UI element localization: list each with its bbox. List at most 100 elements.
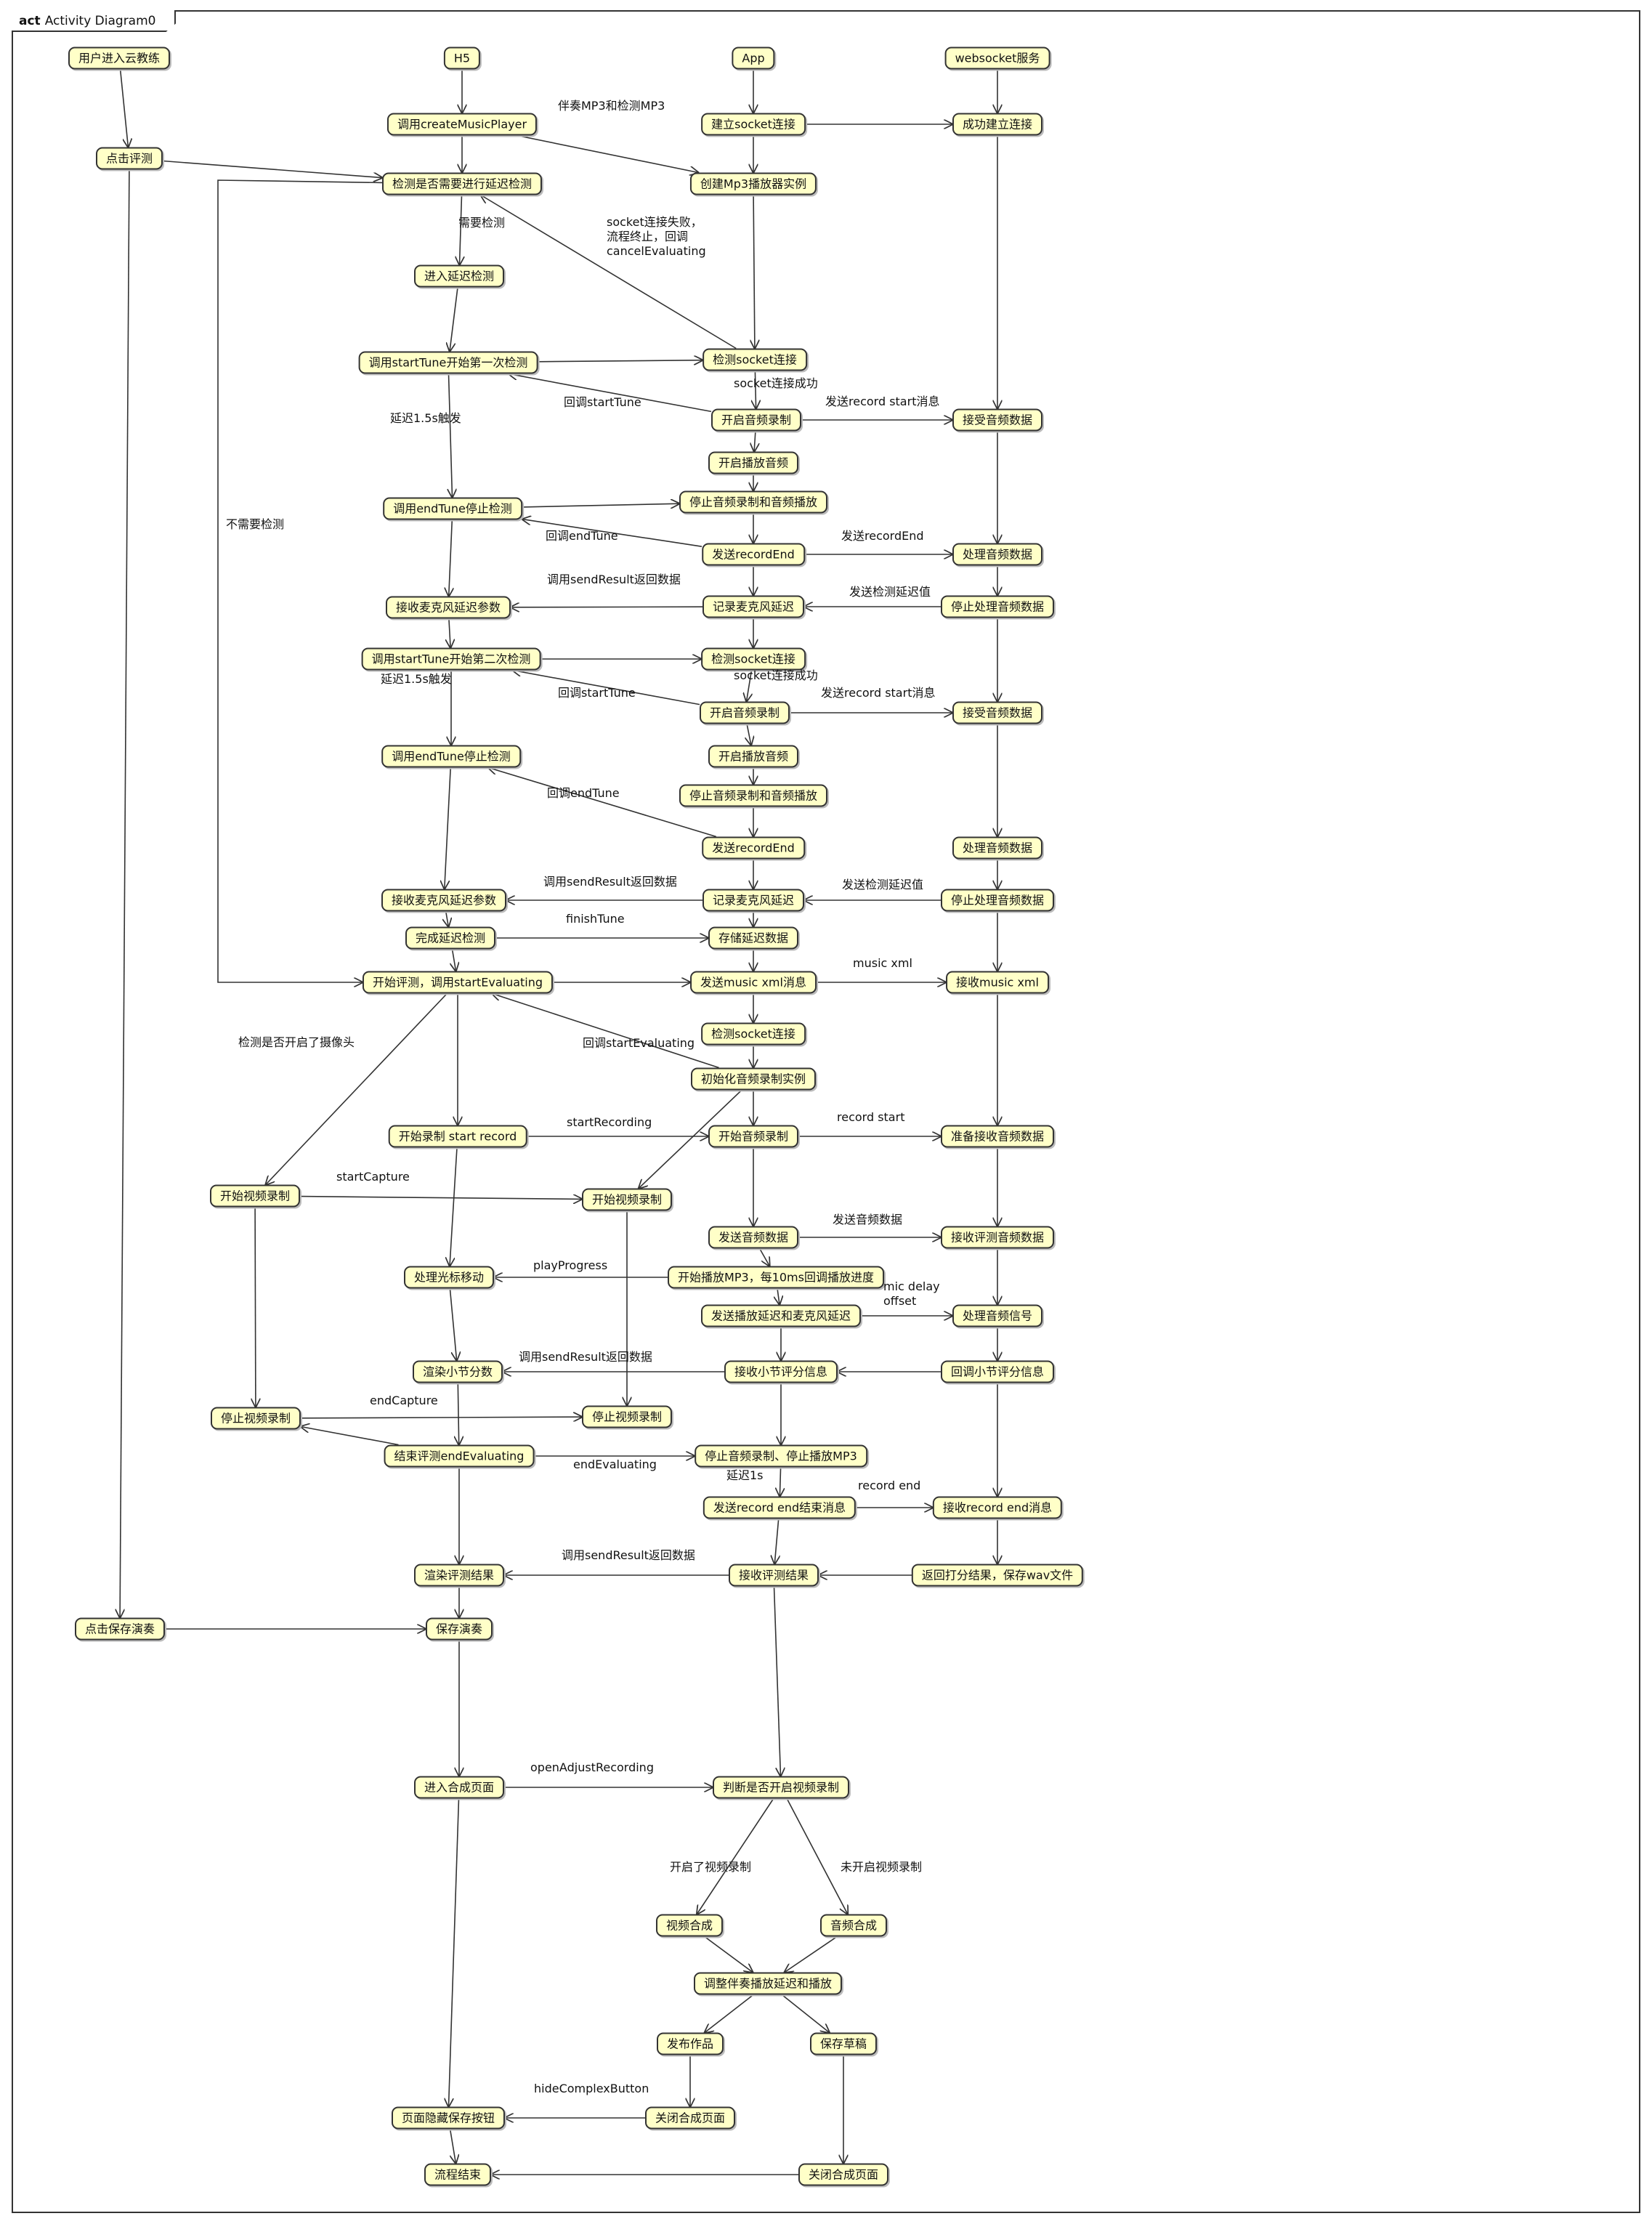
edge-label-l-delay1: 延迟1.5s触发 xyxy=(390,411,461,425)
action-node-ws-connected: 成功建立连接 xyxy=(952,113,1043,136)
edge-judge-video-to-video-compose xyxy=(697,1798,774,1914)
edge-send-end2-to-end-tune2 xyxy=(488,768,717,838)
action-node-send-delays: 发送播放延迟和麦克风延迟 xyxy=(700,1304,862,1327)
edge-label-l-succ2: socket连接成功 xyxy=(734,668,818,682)
edge-user-enter-to-click-eval xyxy=(119,69,129,147)
action-node-recv-param2: 接收麦克风延迟参数 xyxy=(381,889,507,912)
action-node-build-socket: 建立socket连接 xyxy=(701,113,806,136)
edge-start-rec2-to-start-play2 xyxy=(747,724,751,745)
action-node-ws-result: 返回打分结果，保存wav文件 xyxy=(911,1564,1084,1587)
edge-check-socket2-to-start-rec2 xyxy=(747,670,752,702)
edge-end-tune1-to-recv-param1 xyxy=(449,519,453,597)
edge-label-l-no-need: 不需要检测 xyxy=(226,517,285,531)
edge-check-socket1-to-start-rec1 xyxy=(755,371,756,409)
edge-start-eval-to-h5-video-start xyxy=(266,992,448,1185)
edge-enter-compose-to-hide-btn xyxy=(449,1798,460,2107)
edge-send-rec-end-to-app-result xyxy=(774,1519,778,1564)
edge-start-tune1-to-check-socket1 xyxy=(538,360,703,362)
action-node-app-bar-score: 接收小节评分信息 xyxy=(724,1360,838,1383)
action-node-check-delay: 检测是否需要进行延迟检测 xyxy=(381,172,543,195)
action-node-ws-recv-eval: 接收评测音频数据 xyxy=(940,1226,1055,1249)
diagram-frame xyxy=(12,10,1640,2213)
action-node-draft: 保存草稿 xyxy=(809,2032,878,2055)
action-node-start-play2: 开启播放音频 xyxy=(708,745,799,768)
edge-click-eval-to-click-save xyxy=(120,169,130,1618)
edge-label-l-mp3: 伴奏MP3和检测MP3 xyxy=(558,99,665,113)
edge-label-l-rec-start: record start xyxy=(837,1110,905,1124)
edge-label-l-camera: 检测是否开启了摄像头 xyxy=(238,1035,355,1049)
edge-send-end1-to-end-tune1 xyxy=(522,519,702,547)
edge-label-l-succ1: socket连接成功 xyxy=(734,376,818,390)
edge-h5-video-stop-to-app-video-stop xyxy=(300,1417,582,1418)
action-node-cursor: 处理光标移动 xyxy=(403,1266,495,1289)
edge-label-l-video-off: 未开启视频录制 xyxy=(841,1860,923,1874)
edge-label-l-music-xml: music xml xyxy=(853,956,912,970)
action-node-start-tune1: 调用startTune开始第一次检测 xyxy=(358,351,538,374)
action-node-end-eval: 结束评测endEvaluating xyxy=(384,1444,535,1468)
action-node-recv-param1: 接收麦克风延迟参数 xyxy=(385,596,511,619)
edge-label-l-send-start1: 发送record start消息 xyxy=(825,395,940,408)
action-node-h5: H5 xyxy=(443,46,481,70)
action-node-create-mp3: 创建Mp3播放器实例 xyxy=(689,172,817,195)
action-node-app: App xyxy=(732,46,775,70)
action-node-app-start-rec: 开始音频录制 xyxy=(708,1125,799,1148)
action-node-send-end1: 发送recordEnd xyxy=(702,543,805,566)
action-node-enter-delay: 进入延迟检测 xyxy=(413,264,505,288)
edge-init-rec-to-start-eval xyxy=(492,994,719,1069)
action-node-click-eval: 点击评测 xyxy=(95,147,163,170)
action-node-stop-rec2: 停止音频录制和音频播放 xyxy=(679,784,828,807)
edge-label-l-delay-1s: 延迟1s xyxy=(726,1468,764,1482)
edge-init-rec-to-app-video-start xyxy=(639,1089,742,1189)
edge-label-l-send-start2: 发送record start消息 xyxy=(821,686,936,700)
edge-label-l-fail: socket连接失败， 流程终止，回调 cancelEvaluating xyxy=(607,215,706,258)
edge-send-audio-to-play-mp3 xyxy=(759,1248,770,1266)
edge-recv-param1-to-start-tune2 xyxy=(449,618,450,648)
edge-create-mp3-to-check-socket1 xyxy=(753,195,755,349)
edge-adjust-to-draft xyxy=(781,1994,829,2033)
action-node-send-rec-end: 发送record end结束消息 xyxy=(702,1496,857,1519)
edge-label-l-send-result1: 调用sendResult返回数据 xyxy=(547,573,681,586)
action-node-send-xml: 发送music xml消息 xyxy=(690,971,817,994)
action-node-judge-video: 判断是否开启视频录制 xyxy=(712,1776,850,1799)
action-node-user-enter: 用户进入云教练 xyxy=(68,46,171,70)
edge-h5-video-start-to-h5-video-stop xyxy=(255,1207,256,1407)
action-node-ws-recv1: 接受音频数据 xyxy=(952,408,1043,432)
edge-create-player-to-create-mp3 xyxy=(517,134,698,173)
edges-layer xyxy=(119,69,997,2175)
action-node-app-video-start: 开始视频录制 xyxy=(581,1188,673,1211)
action-node-ws-proc2: 处理音频数据 xyxy=(952,836,1043,860)
edge-hide-btn-to-flow-end xyxy=(449,2129,456,2164)
edge-click-eval-to-check-delay xyxy=(162,160,382,178)
edge-cursor-to-render-bar xyxy=(449,1288,456,1361)
action-node-video-compose: 视频合成 xyxy=(655,1914,724,1937)
edge-label-l-send-end1: 发送recordEnd xyxy=(841,529,924,543)
action-node-hide-btn: 页面隐藏保存按钮 xyxy=(391,2106,506,2130)
edge-label-l-rec-end: record end xyxy=(858,1479,921,1492)
action-node-ws-proc1: 处理音频数据 xyxy=(952,543,1043,566)
edge-label-l-cb-end1: 回调endTune xyxy=(546,529,618,543)
action-node-start-play1: 开启播放音频 xyxy=(708,451,799,474)
edge-judge-video-to-audio-compose xyxy=(786,1798,848,1914)
edge-label-l-delay-val1: 发送检测延迟值 xyxy=(849,585,931,599)
edge-label-l-hide-btn: hideComplexButton xyxy=(534,2082,649,2095)
edge-finish-delay-to-start-eval xyxy=(453,949,456,971)
diagram-keyword: act xyxy=(19,14,41,28)
action-node-ws-rec-end: 接收record end消息 xyxy=(932,1496,1063,1519)
edge-check-socket1-to-check-delay xyxy=(481,195,737,349)
action-node-start-rec1: 开启音频录制 xyxy=(710,408,802,432)
action-node-click-save: 点击保存演奏 xyxy=(74,1617,166,1641)
action-node-finish-delay: 完成延迟检测 xyxy=(405,926,496,950)
action-node-ws-bar-score: 回调小节评分信息 xyxy=(940,1360,1055,1383)
edge-label-l-open-adjust: openAdjustRecording xyxy=(530,1760,654,1774)
edge-check-delay-to-enter-delay xyxy=(460,195,462,265)
action-node-record-delay1: 记录麦克风延迟 xyxy=(702,595,805,618)
action-node-publish: 发布作品 xyxy=(656,2032,724,2055)
edge-label-l-cb-end2: 回调endTune xyxy=(547,786,620,800)
edge-start-rec1-to-start-play1 xyxy=(754,431,756,452)
edge-label-l-progress: playProgress xyxy=(533,1258,608,1272)
edge-enter-delay-to-start-tune1 xyxy=(450,287,458,352)
edge-label-l-end-eval: endEvaluating xyxy=(573,1457,657,1471)
edge-adjust-to-publish xyxy=(705,1994,754,2033)
